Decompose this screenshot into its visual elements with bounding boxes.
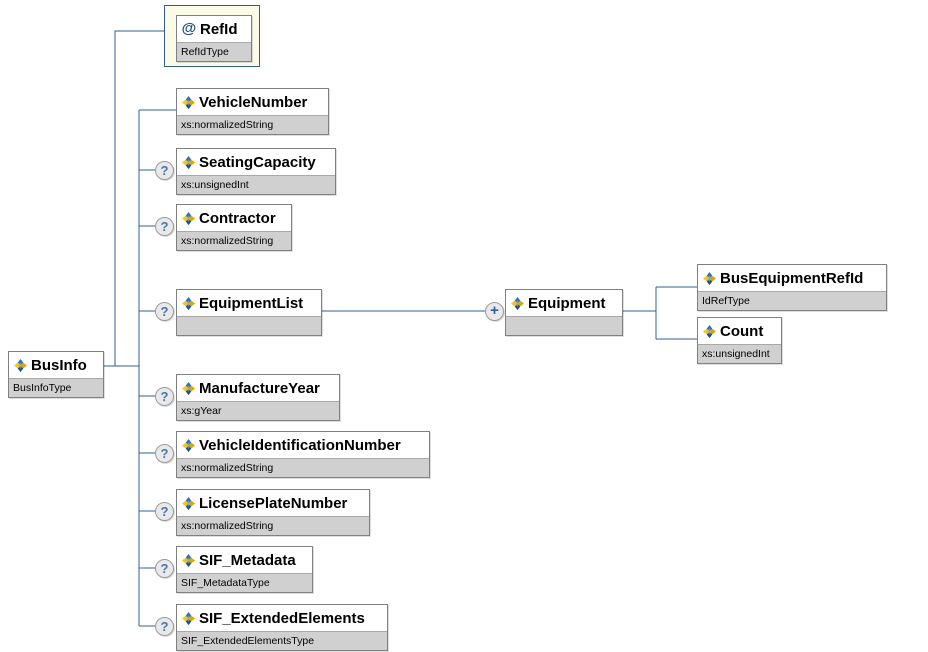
node-vehicleNumber[interactable]: VehicleNumber xs:normalizedString bbox=[176, 88, 329, 135]
optional-marker[interactable]: ? bbox=[155, 302, 174, 321]
node-type: SIF_ExtendedElementsType bbox=[181, 634, 315, 647]
node-type-row bbox=[177, 316, 321, 335]
element-icon bbox=[181, 438, 196, 452]
attribute-icon: @ bbox=[181, 20, 197, 37]
element-icon bbox=[181, 95, 196, 109]
node-type-row: xs:normalizedString bbox=[177, 231, 291, 250]
node-type-row bbox=[506, 316, 622, 335]
element-icon bbox=[702, 324, 717, 338]
node-type-row: xs:normalizedString bbox=[177, 516, 369, 535]
node-type-row: xs:unsignedInt bbox=[177, 175, 335, 194]
expand-marker[interactable]: + bbox=[485, 302, 504, 321]
element-icon bbox=[181, 155, 196, 169]
optional-marker[interactable]: ? bbox=[155, 387, 174, 406]
node-type: xs:unsignedInt bbox=[181, 178, 249, 191]
node-name-row: BusInfo bbox=[9, 352, 103, 378]
element-icon bbox=[702, 271, 717, 285]
node-type-row: xs:normalizedString bbox=[177, 458, 429, 477]
element-icon bbox=[181, 553, 196, 567]
node-manufactureYear[interactable]: ManufactureYear xs:gYear bbox=[176, 374, 340, 421]
node-name-row: SIF_ExtendedElements bbox=[177, 605, 387, 631]
node-type: RefIdType bbox=[181, 45, 229, 58]
optional-marker[interactable]: ? bbox=[155, 502, 174, 521]
node-type: SIF_MetadataType bbox=[181, 576, 270, 589]
optional-marker[interactable]: ? bbox=[155, 161, 174, 180]
node-name-row: SIF_Metadata bbox=[177, 547, 312, 573]
element-icon bbox=[181, 211, 196, 225]
node-name: Contractor bbox=[199, 209, 276, 227]
optional-marker[interactable]: ? bbox=[155, 217, 174, 236]
node-name: VehicleIdentificationNumber bbox=[199, 436, 401, 454]
element-icon bbox=[181, 496, 196, 510]
node-sifMetadata[interactable]: SIF_Metadata SIF_MetadataType bbox=[176, 546, 313, 593]
node-type: xs:normalizedString bbox=[181, 461, 274, 474]
optional-marker[interactable]: ? bbox=[155, 444, 174, 463]
node-name: EquipmentList bbox=[199, 294, 304, 312]
node-equipment[interactable]: Equipment bbox=[505, 289, 623, 336]
node-name-row: @ RefId bbox=[177, 16, 251, 42]
node-type: xs:unsignedInt bbox=[702, 347, 770, 360]
node-contractor[interactable]: Contractor xs:normalizedString bbox=[176, 204, 292, 251]
element-icon bbox=[181, 611, 196, 625]
optional-marker[interactable]: ? bbox=[155, 617, 174, 636]
element-icon bbox=[181, 381, 196, 395]
node-equipmentList[interactable]: EquipmentList bbox=[176, 289, 322, 336]
node-count[interactable]: Count xs:unsignedInt bbox=[697, 317, 782, 364]
node-type-row: SIF_ExtendedElementsType bbox=[177, 631, 387, 650]
node-name: VehicleNumber bbox=[199, 93, 308, 111]
node-type-row: xs:unsignedInt bbox=[698, 344, 781, 363]
node-type: xs:gYear bbox=[181, 404, 222, 417]
element-icon bbox=[13, 358, 28, 372]
node-busInfo[interactable]: BusInfo BusInfoType bbox=[8, 351, 104, 398]
node-name: ManufactureYear bbox=[199, 379, 320, 397]
node-name-row: VehicleIdentificationNumber bbox=[177, 432, 429, 458]
node-type: xs:normalizedString bbox=[181, 118, 274, 131]
node-name-row: Contractor bbox=[177, 205, 291, 231]
node-type-row: RefIdType bbox=[177, 42, 251, 61]
node-type-row: xs:gYear bbox=[177, 401, 339, 420]
node-name: RefId bbox=[200, 20, 238, 38]
node-name: SIF_Metadata bbox=[199, 551, 296, 569]
node-type-row: xs:normalizedString bbox=[177, 115, 328, 134]
element-icon bbox=[181, 296, 196, 310]
node-name-row: VehicleNumber bbox=[177, 89, 328, 115]
node-name: SIF_ExtendedElements bbox=[199, 609, 365, 627]
node-type-row: SIF_MetadataType bbox=[177, 573, 312, 592]
node-name-row: Count bbox=[698, 318, 781, 344]
node-name: Equipment bbox=[528, 294, 606, 312]
node-type-row: BusInfoType bbox=[9, 378, 103, 397]
node-name-row: BusEquipmentRefId bbox=[698, 265, 886, 291]
attribute-group-frame: @ RefId RefIdType bbox=[164, 5, 260, 67]
optional-marker[interactable]: ? bbox=[155, 559, 174, 578]
node-name: SeatingCapacity bbox=[199, 153, 316, 171]
node-name-row: EquipmentList bbox=[177, 290, 321, 316]
node-name: BusEquipmentRefId bbox=[720, 269, 864, 287]
element-icon bbox=[510, 296, 525, 310]
node-name-row: SeatingCapacity bbox=[177, 149, 335, 175]
node-name-row: LicensePlateNumber bbox=[177, 490, 369, 516]
node-name: LicensePlateNumber bbox=[199, 494, 348, 512]
node-seatingCapacity[interactable]: SeatingCapacity xs:unsignedInt bbox=[176, 148, 336, 195]
node-busEquipmentRefId[interactable]: BusEquipmentRefId IdRefType bbox=[697, 264, 887, 311]
node-name-row: ManufactureYear bbox=[177, 375, 339, 401]
node-refId[interactable]: @ RefId RefIdType bbox=[176, 15, 252, 62]
node-type: IdRefType bbox=[702, 294, 750, 307]
node-type: xs:normalizedString bbox=[181, 519, 274, 532]
node-name: Count bbox=[720, 322, 764, 340]
node-name: BusInfo bbox=[31, 356, 87, 374]
node-vehicleIdentificationNumber[interactable]: VehicleIdentificationNumber xs:normalize… bbox=[176, 431, 430, 478]
node-type-row: IdRefType bbox=[698, 291, 886, 310]
node-name-row: Equipment bbox=[506, 290, 622, 316]
node-type: xs:normalizedString bbox=[181, 234, 274, 247]
node-type: BusInfoType bbox=[13, 381, 72, 394]
node-licensePlateNumber[interactable]: LicensePlateNumber xs:normalizedString bbox=[176, 489, 370, 536]
node-sifExtendedElements[interactable]: SIF_ExtendedElements SIF_ExtendedElement… bbox=[176, 604, 388, 651]
